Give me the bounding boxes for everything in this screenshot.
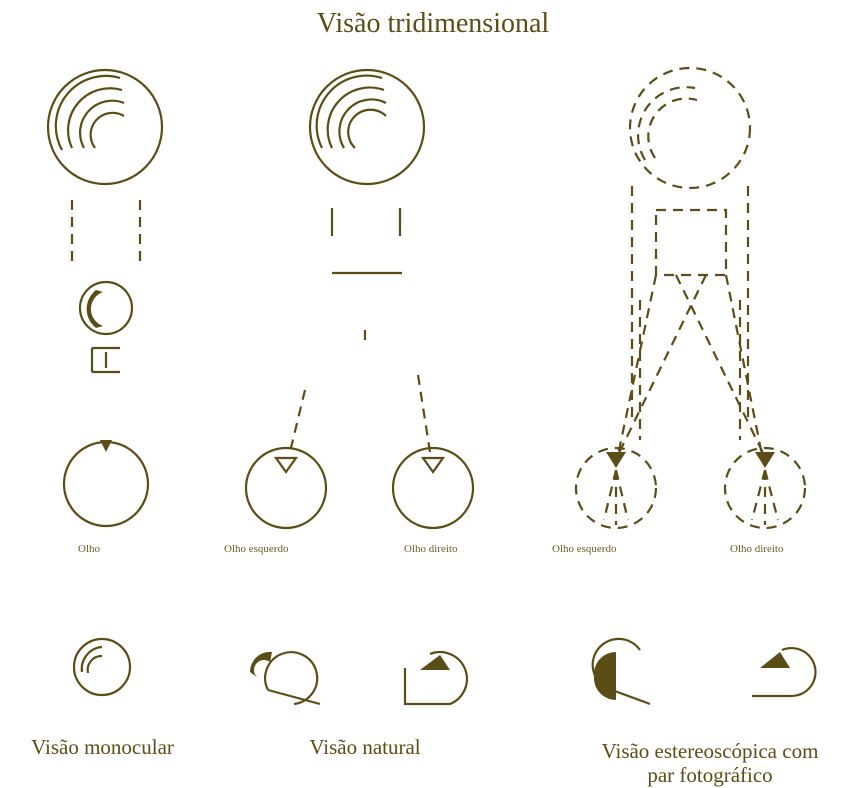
monocular-projection-lines	[72, 200, 140, 268]
eye-label-natural-left: Olho esquerdo	[224, 543, 288, 555]
monocular-sphere-shading-arc	[80, 101, 124, 148]
stereo-right-result	[752, 648, 815, 696]
natural-left-result	[265, 652, 320, 704]
monocular-object-sphere	[48, 70, 162, 184]
stereo-right-eye-rays	[752, 470, 778, 525]
eye-label-stereo-right: Olho direito	[730, 543, 783, 555]
eye-label-stereo-left: Olho esquerdo	[552, 543, 616, 555]
stereo-left-eye-rays	[604, 470, 628, 525]
natural-sphere-shading-arc	[328, 87, 384, 148]
natural-left-eye-pupil	[276, 458, 296, 472]
stereo-left-result-shading	[594, 652, 616, 700]
natural-right-eye	[393, 448, 473, 528]
natural-column	[246, 70, 473, 704]
caption-natural: Visão natural	[270, 734, 460, 760]
stereo-photo-frame	[656, 210, 726, 275]
stereo-object-sphere	[630, 68, 750, 188]
eye-label-natural-right: Olho direito	[404, 543, 457, 555]
monocular-sphere-shading-arc	[68, 88, 122, 148]
stereo-right-eye-pupil	[755, 452, 775, 468]
monocular-eye-pupil	[100, 440, 112, 452]
natural-left-eye	[246, 448, 326, 528]
caption-monocular: Visão monocular	[0, 734, 205, 760]
natural-right-eye-pupil	[423, 458, 443, 472]
stereo-inner-lines	[640, 300, 740, 440]
natural-projection-lines	[332, 208, 400, 236]
natural-sight-lines	[290, 375, 430, 452]
monocular-sphere-shading-arc	[91, 113, 124, 148]
monocular-result-shading	[82, 647, 102, 673]
eye-label-monocular: Olho	[78, 543, 100, 555]
monocular-lens-shading	[87, 290, 103, 328]
monocular-column	[48, 70, 162, 695]
natural-sphere-shading-arc	[339, 99, 386, 148]
caption-stereo-line1: Visão estereoscópica com	[560, 738, 860, 764]
stereo-right-result-shading	[760, 652, 790, 668]
natural-right-result-shading	[420, 655, 450, 670]
monocular-eye	[64, 442, 148, 526]
caption-stereo-line2: par fotográfico	[560, 762, 860, 788]
natural-sphere-shading-arc	[348, 110, 386, 148]
stereo-sphere-shading	[638, 87, 697, 160]
stereo-column	[576, 68, 815, 704]
stereo-left-eye-pupil	[606, 452, 626, 468]
monocular-viewfinder	[92, 348, 120, 372]
